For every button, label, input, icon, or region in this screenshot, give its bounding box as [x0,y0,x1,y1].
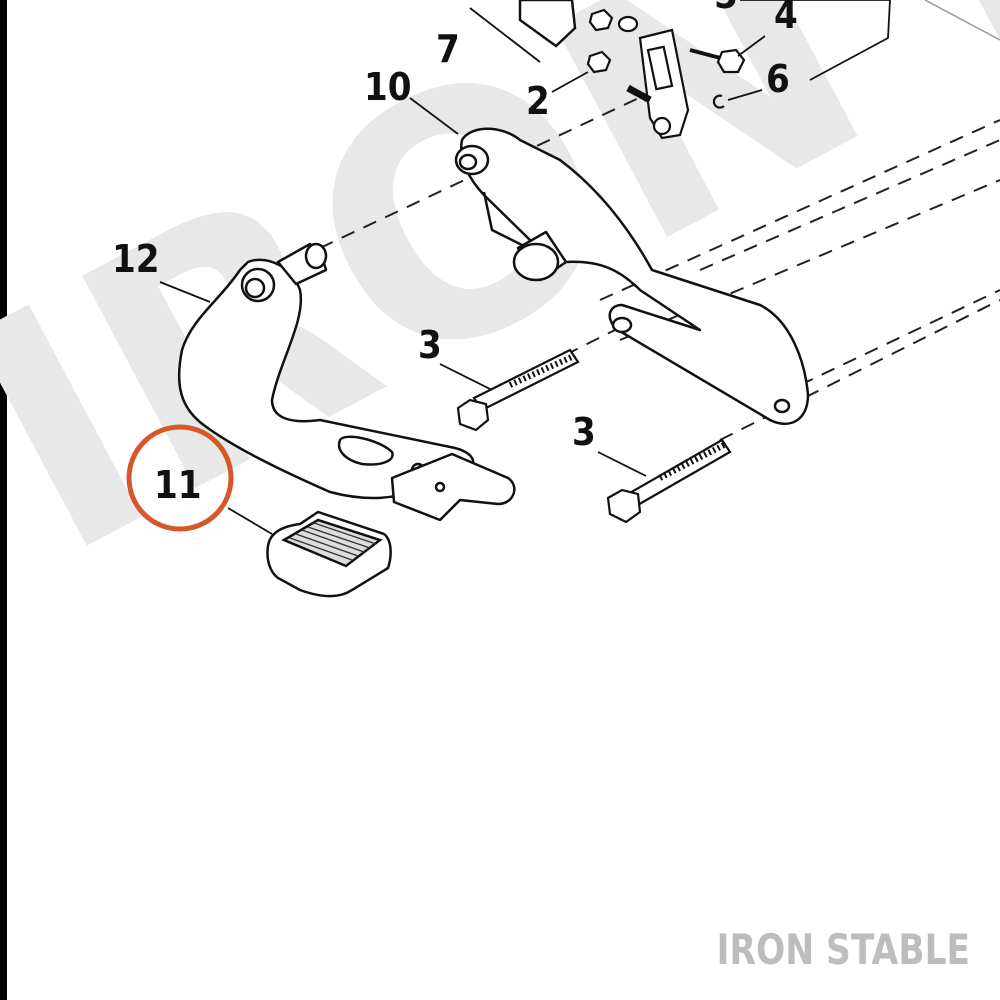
bolt-head-icon [456,398,490,432]
leader-line [737,35,766,57]
leader-line [727,89,763,101]
callout-12: 12 [112,237,160,281]
bolt-part-3-upper [456,348,580,432]
callout-3-lower: 3 [572,410,596,454]
callout-5: 5 [714,0,738,17]
mount-hole [611,316,633,334]
highlight-ring [126,424,234,532]
left-border-bar [0,0,7,1000]
leader-line [439,363,493,391]
guide-line [319,87,661,249]
guide-line [699,139,1000,271]
brake-pedal-part-12 [177,242,516,522]
brand-logo-text: IRON STABLE [716,925,970,974]
bolt-part-3-lower [606,438,732,524]
callout-11: 11 [154,463,202,507]
pedal-pad-mount [390,452,516,522]
pedal-bracket-part-10 [454,127,810,426]
pivot-hole [458,153,478,171]
watermark: IRON STABLE [0,0,1000,629]
leader-line [227,507,273,535]
washer-icon [617,15,639,33]
callout-leader-lines [159,35,766,535]
bolt-head-icon [606,488,642,524]
leader-line [159,281,211,303]
callout-4: 4 [774,0,798,37]
callout-7: 7 [436,27,460,71]
pad-mount-hole [434,481,446,493]
nut-icon [588,8,614,32]
guide-line [619,179,1000,341]
bolt-head-icon [716,48,746,74]
pin-hole [652,116,672,136]
bolt-thread [658,441,728,481]
bracket-flange [482,191,523,247]
mount-hole [773,398,791,414]
bolt-thread [508,353,576,388]
leader-line [597,451,647,477]
leader-line [409,97,459,135]
pedal-pad-part-11 [266,510,392,598]
pedal-slot [337,435,394,466]
callout-6: 6 [766,57,790,101]
callout-10: 10 [364,65,412,109]
nut-icon [586,50,612,74]
callout-2: 2 [526,79,550,123]
e-clip-icon [712,94,725,109]
bracket-body [459,127,810,426]
hardware-cluster [586,8,746,140]
guide-line [599,119,1000,301]
watermark-text: IRON STABLE [0,0,1000,629]
pivot-shaft-end [304,242,328,270]
push-rod [518,0,577,48]
clevis-stud [626,84,652,104]
clevis-slot [646,45,674,91]
pad-grooves [289,522,377,561]
callout-3-upper: 3 [418,323,442,367]
pedal-pivot-hole [244,277,266,299]
leader-line [551,71,589,93]
callout-labels: 7 5 4 10 2 6 12 3 3 11 [112,0,798,507]
guide-line [799,289,1000,386]
leader-line [469,7,541,63]
leader-line [924,0,1000,41]
bracket-line [740,0,891,81]
stop-bumper [512,242,560,282]
push-rod-part-7 [469,0,1000,81]
